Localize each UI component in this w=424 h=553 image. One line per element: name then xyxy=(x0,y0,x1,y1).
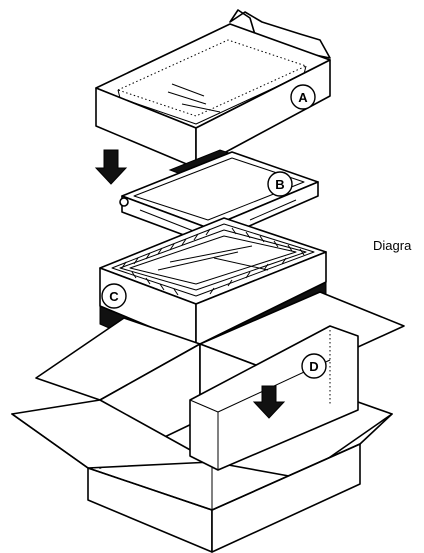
arrow-down-icon xyxy=(94,149,128,185)
label-c: C xyxy=(101,283,127,309)
label-b: B xyxy=(267,171,293,197)
label-a: A xyxy=(290,84,316,110)
svg-text:C: C xyxy=(109,289,119,304)
label-d: D xyxy=(301,353,327,379)
caption-text: Diagra xyxy=(373,238,412,253)
svg-text:B: B xyxy=(275,177,284,192)
svg-text:A: A xyxy=(298,90,308,105)
svg-text:D: D xyxy=(309,359,318,374)
